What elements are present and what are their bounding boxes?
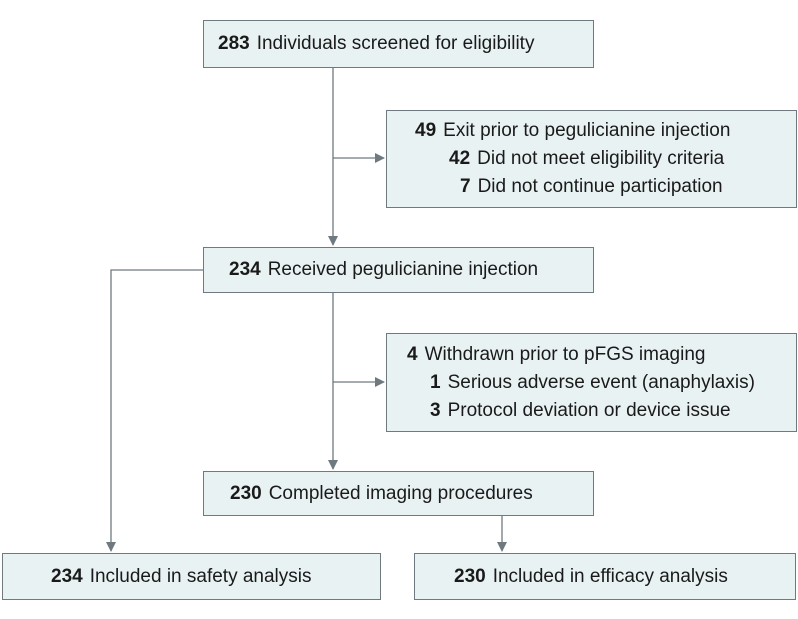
exit-reason-label: Did not continue participation bbox=[477, 176, 723, 197]
efficacy-count: 230 bbox=[454, 566, 486, 587]
exit-reason-count: 7 bbox=[460, 176, 471, 197]
safety-label: Included in safety analysis bbox=[89, 566, 312, 587]
withdrawn-count: 4 bbox=[407, 344, 418, 365]
received-label: Received pegulicianine injection bbox=[267, 259, 539, 280]
received-count: 234 bbox=[229, 259, 261, 280]
exit-reason-count: 42 bbox=[449, 148, 471, 169]
safety-count: 234 bbox=[51, 566, 83, 587]
exit-label: Exit prior to pegulicianine injection bbox=[443, 120, 731, 141]
screened-count: 283 bbox=[218, 33, 250, 54]
withdrawn-label: Withdrawn prior to pFGS imaging bbox=[424, 344, 706, 365]
node-screened: 283 Individuals screened for eligibility bbox=[203, 20, 594, 68]
node-efficacy: 230 Included in efficacy analysis bbox=[414, 553, 796, 600]
withdrawn-reason-label: Protocol deviation or device issue bbox=[447, 400, 731, 421]
withdrawn-reason-count: 3 bbox=[430, 400, 441, 421]
efficacy-label: Included in efficacy analysis bbox=[492, 566, 728, 587]
withdrawn-reason-count: 1 bbox=[430, 372, 441, 393]
node-withdrawn: 4 Withdrawn prior to pFGS imaging 1 Seriou… bbox=[386, 333, 797, 432]
node-safety: 234 Included in safety analysis bbox=[2, 553, 381, 600]
exit-count: 49 bbox=[415, 120, 437, 141]
arrow-received-to-safety bbox=[106, 269, 203, 552]
node-received: 234 Received pegulicianine injection bbox=[203, 247, 594, 293]
withdrawn-reason-label: Serious adverse event (anaphylaxis) bbox=[447, 372, 755, 393]
screened-label: Individuals screened for eligibility bbox=[256, 33, 535, 54]
node-completed: 230 Completed imaging procedures bbox=[203, 471, 594, 516]
exit-reason-label: Did not meet eligibility criteria bbox=[477, 148, 725, 169]
completed-count: 230 bbox=[230, 483, 262, 504]
completed-label: Completed imaging procedures bbox=[268, 483, 533, 504]
